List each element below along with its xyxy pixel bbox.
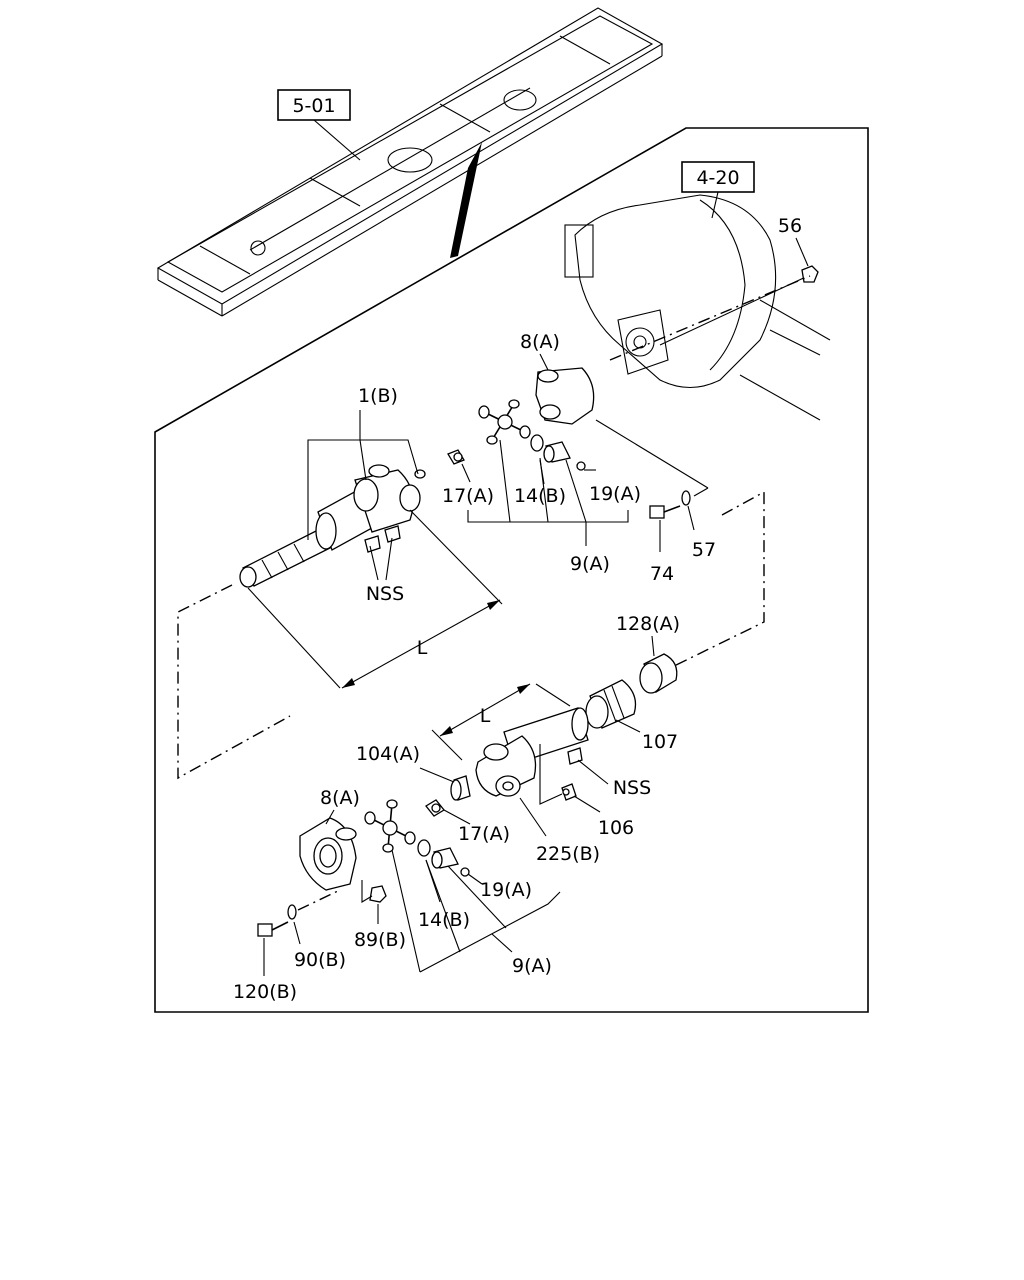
- label-89b: 89(B): [354, 929, 406, 951]
- part-225b-tube-yoke: [475, 707, 589, 797]
- part-8a-yoke-bottom: [299, 817, 357, 891]
- part-56-nut: [801, 265, 819, 283]
- part-19a-snap-ring-top: [576, 461, 586, 471]
- part-17a-fitting-bottom: [425, 799, 445, 817]
- guide-line-left: [177, 584, 291, 780]
- label-nss-bottom: NSS: [613, 777, 651, 799]
- part-74-bolt: [649, 505, 681, 519]
- label-56: 56: [778, 215, 802, 237]
- label-19a-bottom: 19(A): [480, 879, 532, 901]
- part-14b-seal-top: [530, 434, 544, 452]
- part-57-washer: [681, 490, 691, 506]
- label-14b-bottom: 14(B): [418, 909, 470, 931]
- part-14b-seal-bottom: [417, 839, 431, 857]
- chassis-frame-illustration: [156, 7, 664, 317]
- ref-frame-label: 5-01: [292, 95, 335, 117]
- label-17a-top: 17(A): [442, 485, 494, 507]
- label-17a-bottom: 17(A): [458, 823, 510, 845]
- label-1b: 1(B): [358, 385, 398, 407]
- callout-wedge: [450, 142, 482, 258]
- part-106-fitting: [561, 783, 577, 801]
- label-9a-top: 9(A): [570, 553, 610, 575]
- label-128a: 128(A): [616, 613, 680, 635]
- part-120b-bolt: [257, 921, 289, 937]
- part-spider-bottom: [364, 799, 416, 853]
- label-57: 57: [692, 539, 716, 561]
- label-19a-top: 19(A): [589, 483, 641, 505]
- part-1b-slip-yoke-shaft: [239, 464, 426, 588]
- part-17a-grease-fitting-top: [447, 449, 465, 465]
- part-bearing-cup-top: [543, 441, 571, 463]
- label-90b: 90(B): [294, 949, 346, 971]
- label-106: 106: [598, 817, 634, 839]
- label-nss-top: NSS: [366, 583, 404, 605]
- label-74: 74: [650, 563, 674, 585]
- axle-housing-illustration: [564, 194, 831, 421]
- ref-axle-label: 4-20: [696, 167, 739, 189]
- guide-line-right: [669, 490, 765, 669]
- label-L-top: L: [417, 637, 428, 659]
- part-8a-yoke-top: [535, 367, 595, 425]
- label-107: 107: [642, 731, 678, 753]
- label-120b: 120(B): [233, 981, 297, 1003]
- label-14b-top: 14(B): [514, 485, 566, 507]
- diagram-border: [154, 127, 869, 1013]
- part-bearing-cup-bottom: [431, 847, 459, 869]
- part-107-boot: [585, 679, 637, 729]
- label-104a: 104(A): [356, 743, 420, 765]
- part-19a-snap-ring-bottom: [460, 867, 470, 877]
- label-L-bottom: L: [480, 705, 491, 727]
- part-104a-plug: [450, 775, 471, 801]
- label-8a-top: 8(A): [520, 331, 560, 353]
- part-spider-top: [478, 399, 531, 445]
- label-225b: 225(B): [536, 843, 600, 865]
- part-90b-washer: [287, 904, 297, 920]
- part-89b-nut: [369, 885, 387, 903]
- label-8a-bottom: 8(A): [320, 787, 360, 809]
- part-128a-seal: [639, 653, 678, 694]
- ref-box-frame: [277, 89, 351, 121]
- label-9a-bottom: 9(A): [512, 955, 552, 977]
